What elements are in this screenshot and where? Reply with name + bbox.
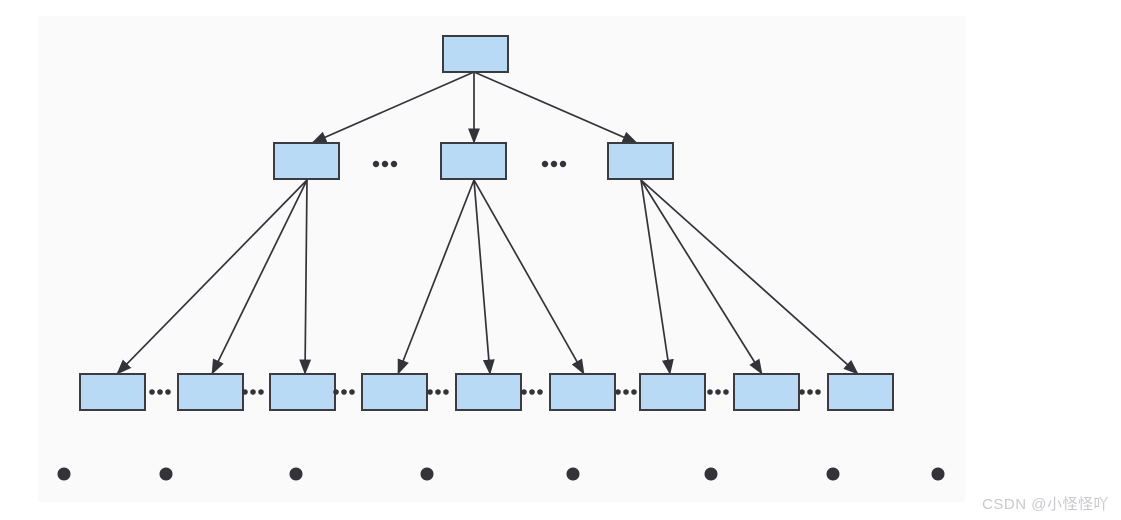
level2-node-group <box>273 142 674 180</box>
ellipsis-dot <box>815 389 821 395</box>
ellipsis-dot <box>537 389 543 395</box>
ellipsis-dot <box>258 389 264 395</box>
leaf-node-3[interactable] <box>361 373 428 411</box>
edge-group-root-to-level2 <box>311 71 638 144</box>
terminal-dot-7 <box>931 467 945 481</box>
ellipsis-dot <box>541 160 549 168</box>
edge-root-to-level2-0 <box>311 71 475 144</box>
leaf-ellipsis-3 <box>427 389 449 395</box>
leaf-node-6[interactable] <box>639 373 706 411</box>
leaf-node-8[interactable] <box>827 373 894 411</box>
ellipsis-dot <box>615 389 621 395</box>
leaf-node-2[interactable] <box>269 373 336 411</box>
leaf-ellipsis-0 <box>149 389 171 395</box>
leaf-ellipsis-2 <box>333 389 355 395</box>
leaf-ellipsis-group <box>149 389 821 395</box>
ellipsis-dot <box>521 389 527 395</box>
ellipsis-dot <box>157 389 163 395</box>
ellipsis-dot <box>723 389 729 395</box>
ellipsis-dot <box>341 389 347 395</box>
ellipsis-dot <box>550 160 558 168</box>
terminal-dot-3 <box>420 467 434 481</box>
leaf-ellipsis-6 <box>707 389 729 395</box>
ellipsis-dot <box>333 389 339 395</box>
ellipsis-dot <box>427 389 433 395</box>
level2-node-0[interactable] <box>273 142 340 180</box>
leaf-node-7[interactable] <box>733 373 800 411</box>
csdn-watermark: CSDN @小怪怪吖 <box>982 496 1109 513</box>
root-node-group <box>442 35 509 73</box>
leaf-node-1[interactable] <box>177 373 244 411</box>
ellipsis-dot <box>631 389 637 395</box>
ellipsis-dot <box>242 389 248 395</box>
leaf-ellipsis-5 <box>615 389 637 395</box>
terminal-dot-2 <box>289 467 303 481</box>
edge-level2-to-leaf-5 <box>473 179 585 375</box>
ellipsis-dot <box>799 389 805 395</box>
ellipsis-dot <box>443 389 449 395</box>
ellipsis-dot <box>807 389 813 395</box>
level2-node-1[interactable] <box>440 142 507 180</box>
ellipsis-dot <box>435 389 441 395</box>
terminal-dot-1 <box>159 467 173 481</box>
ellipsis-dot <box>165 389 171 395</box>
edge-level2-to-leaf-6 <box>640 179 674 375</box>
edge-level2-to-leaf-3 <box>397 179 475 375</box>
leaf-node-5[interactable] <box>549 373 616 411</box>
leaf-ellipsis-4 <box>521 389 543 395</box>
diagram-canvas <box>38 16 965 502</box>
edge-level2-to-leaf-7 <box>640 179 763 375</box>
ellipsis-dot <box>149 389 155 395</box>
edge-root-to-level2-2 <box>473 71 638 144</box>
leaf-ellipsis-1 <box>242 389 264 395</box>
terminal-dot-0 <box>57 467 71 481</box>
level2-ellipsis-1 <box>541 160 567 168</box>
terminal-dot-4 <box>566 467 580 481</box>
ellipsis-dot <box>250 389 256 395</box>
terminal-dot-5 <box>704 467 718 481</box>
edge-level2-to-leaf-2 <box>299 179 312 375</box>
leaf-node-group <box>79 373 894 411</box>
ellipsis-dot <box>390 160 398 168</box>
level2-ellipsis-0 <box>372 160 398 168</box>
ellipsis-dot <box>559 160 567 168</box>
terminal-dot-6 <box>826 467 840 481</box>
root-node[interactable] <box>442 35 509 73</box>
edge-group-level2-to-leaves <box>116 179 859 375</box>
edge-level2-to-leaf-0 <box>116 179 308 375</box>
leaf-ellipsis-7 <box>799 389 821 395</box>
edge-level2-to-leaf-8 <box>640 179 859 375</box>
ellipsis-dot <box>372 160 380 168</box>
edge-level2-to-leaf-1 <box>211 179 308 375</box>
ellipsis-dot <box>623 389 629 395</box>
leaf-node-0[interactable] <box>79 373 146 411</box>
leaf-node-4[interactable] <box>455 373 522 411</box>
ellipsis-dot <box>529 389 535 395</box>
ellipsis-dot <box>707 389 713 395</box>
ellipsis-dot <box>349 389 355 395</box>
terminal-dot-group <box>57 467 945 481</box>
edge-level2-to-leaf-4 <box>473 179 495 375</box>
ellipsis-dot <box>715 389 721 395</box>
level2-ellipsis-group <box>372 160 567 168</box>
level2-node-2[interactable] <box>607 142 674 180</box>
ellipsis-dot <box>381 160 389 168</box>
